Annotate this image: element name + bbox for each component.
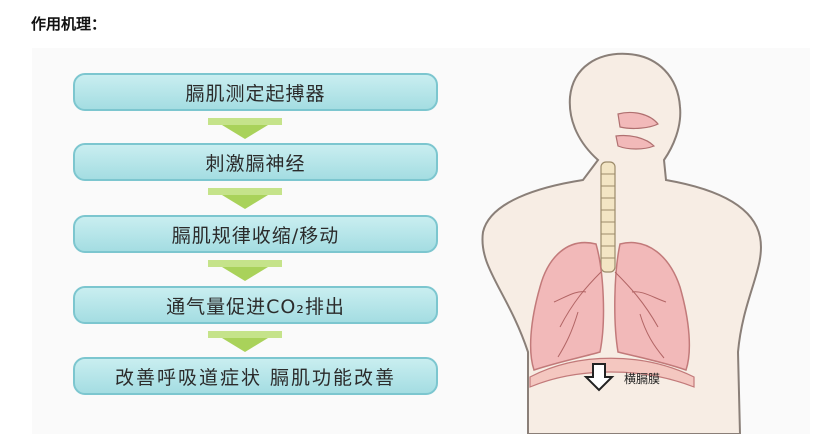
step-co2-removal: 通气量促进CO₂排出 — [73, 286, 438, 324]
step-stimulate-nerve: 刺激膈神经 — [73, 143, 438, 181]
right-lung — [614, 241, 691, 371]
step-pacemaker: 膈肌测定起搏器 — [73, 73, 438, 111]
diaphragm — [529, 357, 695, 388]
nasal-cavity — [617, 111, 659, 130]
oral-cavity — [615, 134, 656, 150]
diaphragm-label: 横膈膜 — [624, 372, 661, 386]
flow-arrow-icon — [208, 118, 282, 139]
respiratory-anatomy-illustration — [481, 52, 762, 434]
step-improvement: 改善呼吸道症状 膈肌功能改善 — [73, 357, 438, 395]
flow-arrow-icon — [208, 331, 282, 352]
page-title: 作用机理： — [31, 15, 107, 33]
trachea — [600, 161, 616, 273]
step-diaphragm-contraction: 膈肌规律收缩/移动 — [73, 215, 438, 253]
flow-arrow-icon — [208, 260, 282, 281]
flow-arrow-icon — [208, 188, 282, 209]
down-arrow-icon — [583, 363, 615, 392]
left-lung — [529, 241, 605, 371]
